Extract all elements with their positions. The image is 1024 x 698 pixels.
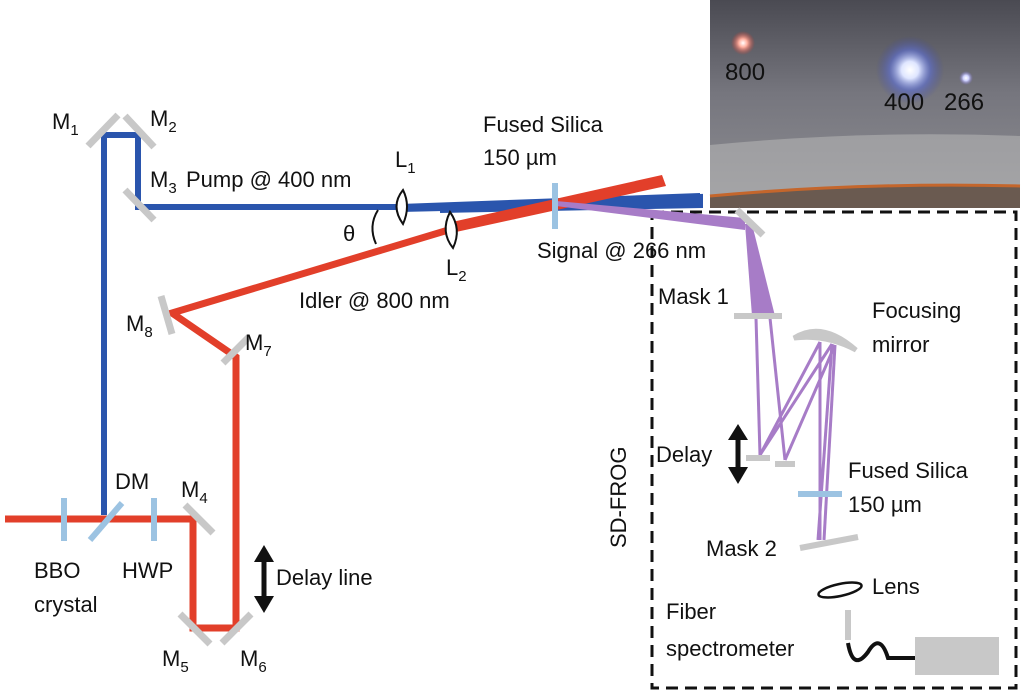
spectrometer-box	[915, 637, 999, 675]
lens-label: Lens	[872, 574, 920, 599]
photo-screen-edge	[710, 134, 1020, 195]
mirror-m6	[219, 611, 254, 646]
mirror-label-m1: M1	[52, 109, 79, 139]
spot-266	[959, 71, 973, 85]
mirror-label-m3: M3	[150, 167, 177, 197]
signal-label: Signal @ 266 nm	[537, 238, 706, 263]
lens-frog-element	[817, 581, 863, 599]
mirror-m3	[122, 187, 157, 223]
mirror-m4	[182, 502, 216, 536]
signal-down	[745, 224, 775, 316]
fiber-spectrometer-label-1: Fiber	[666, 599, 716, 624]
mask2-label: Mask 2	[706, 536, 777, 561]
mirrors	[85, 112, 766, 647]
component-labels: M1 M2 M3 M4 M5 M6 M7 M8 L1 L2	[52, 106, 467, 676]
fused-silica-frog-label-1: Fused Silica	[848, 458, 969, 483]
dichroic-mirror-element	[87, 501, 125, 542]
fused-silica-label-1: Fused Silica	[483, 112, 604, 137]
delay-label: Delay	[656, 442, 712, 467]
delay-line-label: Delay line	[276, 565, 373, 590]
hwp-label: HWP	[122, 558, 173, 583]
sd-frog-box	[650, 210, 1018, 690]
spot-800	[731, 31, 755, 55]
mirror-label-m6: M6	[240, 646, 267, 676]
mirror-m8	[157, 295, 176, 335]
frog-delay-arrow	[728, 424, 748, 484]
bbo-label-2: crystal	[34, 592, 98, 617]
signal-to-frog	[556, 201, 745, 230]
sd-frog-label: SD-FROG	[606, 447, 631, 548]
labels: Pump @ 400 nm Idler @ 800 nm Signal @ 26…	[34, 112, 969, 661]
mirror-m1	[85, 112, 121, 149]
mirror-m2	[122, 113, 157, 150]
fused-silica-frog-label-2: 150 µm	[848, 492, 922, 517]
fiber-spectrometer-label-2: spectrometer	[666, 636, 794, 661]
mirror-m7	[220, 334, 252, 366]
mirror-label-m7: M7	[245, 330, 272, 360]
fiber-cable	[846, 641, 915, 663]
mirror-label-m2: M2	[150, 106, 177, 136]
lens-l2	[444, 210, 458, 250]
beam-spots-photo: 800 400 266	[709, 0, 1021, 208]
photo-label-400: 400	[884, 89, 924, 116]
mirror-signal-turn	[734, 207, 766, 238]
photo-label-266: 266	[944, 89, 984, 116]
focusing-mirror-label-1: Focusing	[872, 298, 961, 323]
focusing-mirror-label-2: mirror	[872, 332, 929, 357]
mirror-label-m8: M8	[126, 311, 153, 341]
mirror-m5	[177, 611, 213, 647]
theta-label: θ	[343, 221, 355, 246]
frog-beam-lines	[754, 317, 837, 541]
mirror-label-m4: M4	[181, 477, 208, 507]
fused-silica-label-2: 150 µm	[483, 145, 557, 170]
idler-label: Idler @ 800 nm	[299, 288, 450, 313]
bbo-label-1: BBO	[34, 558, 80, 583]
lens-label-l2: L2	[446, 255, 467, 285]
focusing-mirror-element	[792, 328, 858, 353]
lens-label-l1: L1	[395, 147, 416, 177]
light-blue-optics	[61, 183, 842, 542]
signal-beam	[556, 201, 837, 541]
mask1-label: Mask 1	[658, 284, 729, 309]
pump-label: Pump @ 400 nm	[186, 167, 351, 192]
dm-label: DM	[115, 469, 149, 494]
angle-arc	[371, 209, 379, 245]
photo-label-800: 800	[725, 59, 765, 86]
delay-line-arrow	[254, 545, 274, 613]
spot-400	[876, 36, 944, 104]
lens-l1	[395, 188, 408, 226]
mask2-element	[799, 534, 859, 551]
mirror-label-m5: M5	[162, 646, 189, 676]
photo-copper-rim	[709, 183, 1021, 198]
